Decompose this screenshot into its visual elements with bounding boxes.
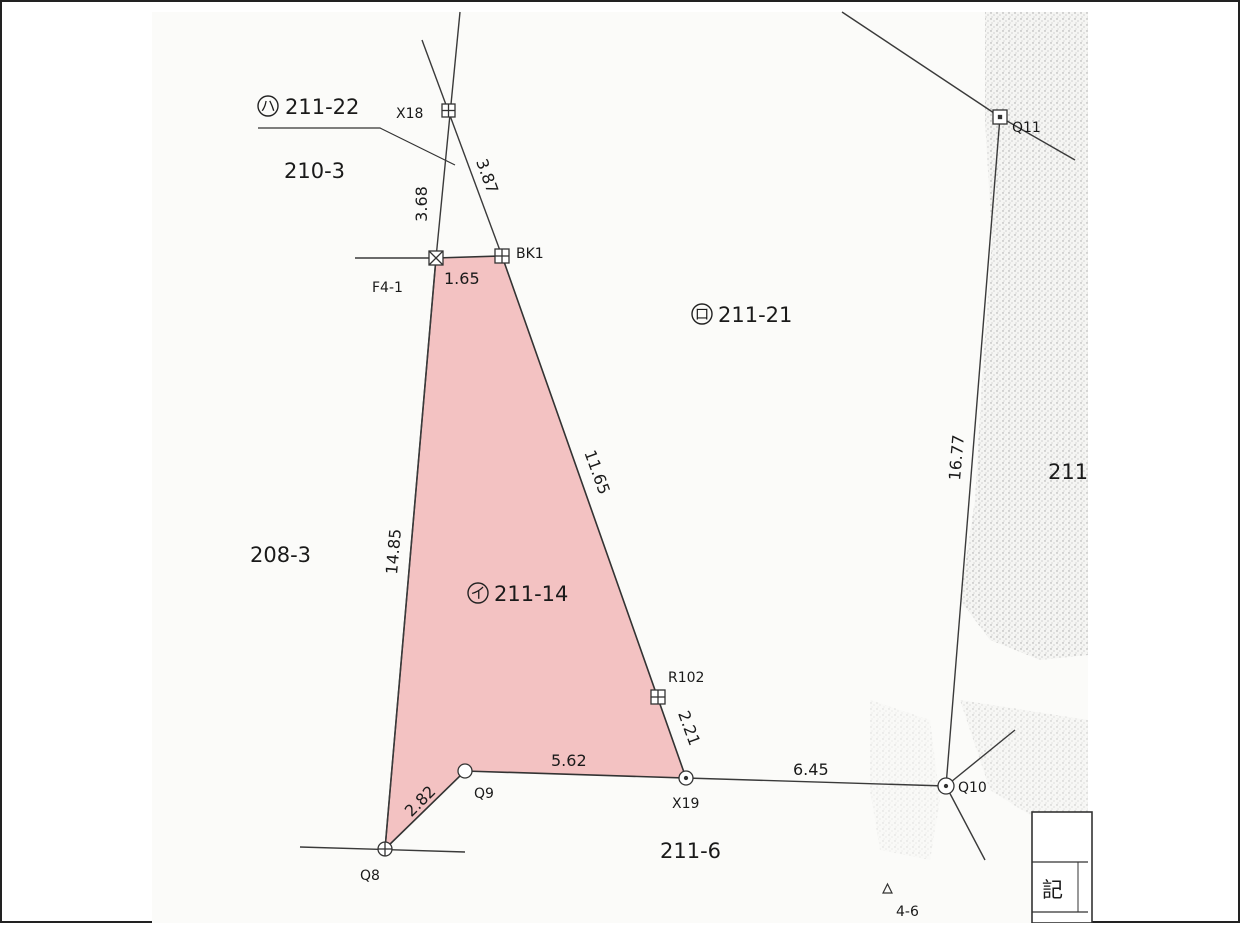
point-r102-label: R102 xyxy=(668,670,704,686)
parcel-marker-circles xyxy=(257,95,713,604)
marker-ro-icon xyxy=(691,303,713,325)
point-q9-label: Q9 xyxy=(474,786,494,802)
marker-ha-icon xyxy=(257,95,279,117)
q10-marker-icon xyxy=(937,777,955,795)
distance-16-77: 16.77 xyxy=(945,434,968,481)
point-q8-label: Q8 xyxy=(360,868,380,884)
parcel-211-partial-label: 211 xyxy=(1048,460,1088,484)
q9-marker-icon xyxy=(457,763,473,779)
point-f4-1-label: F4-1 xyxy=(372,280,403,296)
q8-marker-icon xyxy=(377,841,393,857)
distance-3-68: 3.68 xyxy=(412,186,431,222)
hatched-area-lower-right xyxy=(960,700,1088,820)
parcel-208-3-label: 208-3 xyxy=(250,543,311,567)
triangle-marker-icon xyxy=(882,882,893,894)
point-q11-label: Q11 xyxy=(1012,120,1041,136)
legend-label: 記 xyxy=(1042,878,1063,902)
point-q10-label: Q10 xyxy=(958,780,987,796)
parcel-4-6-label: 4-6 xyxy=(896,904,919,920)
distance-6-45: 6.45 xyxy=(793,760,829,779)
bk1-marker-icon xyxy=(494,248,510,264)
point-bk1-label: BK1 xyxy=(516,246,544,262)
distance-5-62: 5.62 xyxy=(551,751,587,770)
marker-ro: ロ xyxy=(694,305,709,323)
parcel-211-21-label: 211-21 xyxy=(718,303,792,327)
parcel-210-3-label: 210-3 xyxy=(284,159,345,183)
hatched-area-right xyxy=(960,12,1088,660)
boundary-lines xyxy=(299,11,1076,861)
legend-box: 記 xyxy=(1031,811,1093,924)
marker-ha: ハ xyxy=(260,97,275,115)
parcel-211-6-label: 211-6 xyxy=(660,839,721,863)
parcel-211-22-label: 211-22 xyxy=(285,95,359,119)
point-x19-label: X19 xyxy=(672,796,699,812)
marker-i: イ xyxy=(470,584,485,602)
f4-1-marker-icon xyxy=(428,250,444,266)
q11-marker-icon xyxy=(992,109,1008,125)
distance-1-65: 1.65 xyxy=(444,269,480,288)
marker-i-icon xyxy=(467,582,489,604)
x18-marker-icon xyxy=(441,103,456,118)
point-x18-label: X18 xyxy=(396,106,423,122)
distance-14-85: 14.85 xyxy=(382,528,405,575)
hatched-area-bottom xyxy=(870,700,940,860)
r102-marker-icon xyxy=(650,689,666,705)
point-symbols xyxy=(377,103,1008,857)
x19-marker-icon xyxy=(678,770,694,786)
parcel-211-14-label: 211-14 xyxy=(494,582,568,606)
leader-line-211-22 xyxy=(258,127,456,166)
